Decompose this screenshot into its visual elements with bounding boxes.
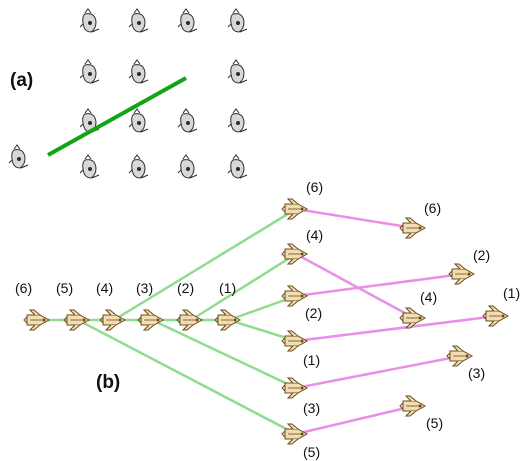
tree-label: (5) bbox=[56, 280, 73, 296]
space-shuttle-icon bbox=[63, 309, 90, 331]
middle-label: (4) bbox=[306, 227, 323, 243]
tree-edge bbox=[151, 318, 297, 390]
space-shuttle-icon bbox=[446, 345, 473, 367]
target-label: (4) bbox=[420, 289, 437, 305]
tree-label: (6) bbox=[15, 280, 32, 296]
space-shuttle-icon bbox=[281, 377, 308, 399]
tree-edge bbox=[77, 318, 297, 436]
match-edges bbox=[295, 207, 498, 436]
space-shuttle-icon bbox=[399, 217, 426, 239]
drone-icon bbox=[227, 8, 248, 33]
drone-icon bbox=[177, 8, 198, 33]
target-label: (6) bbox=[424, 200, 441, 216]
tree-edge bbox=[190, 252, 297, 322]
space-shuttle-icon bbox=[281, 330, 308, 352]
tree-label: (2) bbox=[177, 280, 194, 296]
space-shuttle-icon bbox=[176, 309, 203, 331]
drone-icon bbox=[227, 154, 248, 179]
middle-label: (3) bbox=[303, 400, 320, 416]
drone-grid bbox=[8, 8, 248, 179]
space-shuttle-icon bbox=[448, 263, 475, 285]
space-shuttle-icon bbox=[214, 309, 241, 331]
space-shuttle-icon bbox=[23, 309, 50, 331]
middle-label: (2) bbox=[305, 305, 322, 321]
ship-swarm bbox=[23, 198, 509, 445]
node-labels: (6) (5) (4) (3) (2) (1) (6) (4) (2) (1) … bbox=[15, 179, 520, 460]
match-edge bbox=[295, 404, 415, 436]
space-shuttle-icon bbox=[399, 395, 426, 417]
drone-icon bbox=[177, 108, 198, 133]
target-label: (2) bbox=[473, 247, 490, 263]
match-edge bbox=[295, 272, 464, 298]
target-label: (3) bbox=[468, 365, 485, 381]
tree-label: (3) bbox=[136, 280, 153, 296]
drone-icon bbox=[128, 154, 149, 179]
space-shuttle-icon bbox=[99, 309, 126, 331]
drone-icon bbox=[227, 108, 248, 133]
middle-label: (1) bbox=[303, 352, 320, 368]
grid-dividing-line bbox=[47, 76, 187, 157]
middle-label: (6) bbox=[306, 179, 323, 195]
match-edge bbox=[295, 207, 415, 230]
drone-icon bbox=[128, 59, 149, 84]
tree-label: (1) bbox=[219, 280, 236, 296]
drone-icon bbox=[128, 108, 149, 133]
drone-icon bbox=[227, 59, 248, 84]
space-shuttle-icon bbox=[137, 309, 164, 331]
space-shuttle-icon bbox=[281, 423, 308, 445]
drone-icon bbox=[79, 154, 100, 179]
drone-icon bbox=[177, 154, 198, 179]
tree-label: (4) bbox=[96, 280, 113, 296]
space-shuttle-icon bbox=[281, 285, 308, 307]
panel-b-label: (b) bbox=[96, 372, 120, 393]
match-edge bbox=[295, 354, 462, 390]
target-label: (5) bbox=[426, 415, 443, 431]
middle-label: (5) bbox=[303, 444, 320, 460]
drone-icon bbox=[79, 8, 100, 33]
tree-edge bbox=[113, 207, 297, 322]
target-label: (1) bbox=[503, 285, 520, 301]
match-edge bbox=[295, 314, 498, 343]
panel-a-label: (a) bbox=[10, 70, 33, 91]
drone-icon bbox=[79, 59, 100, 84]
drone-icon bbox=[128, 8, 149, 33]
space-shuttle-icon bbox=[482, 305, 509, 327]
match-edge bbox=[295, 252, 415, 320]
drone-icon bbox=[8, 144, 29, 169]
